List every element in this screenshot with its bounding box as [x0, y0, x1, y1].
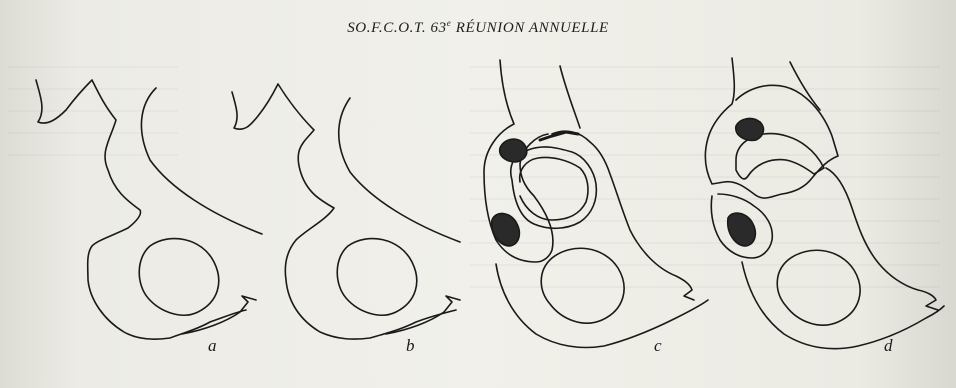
panel-b-drawing — [232, 84, 460, 339]
panel-d-ossification-lower — [728, 213, 756, 246]
panel-d-ossification-upper — [736, 119, 764, 141]
panel-c-drawing — [484, 60, 708, 348]
panel-d-shaft-line — [790, 62, 820, 110]
panel-b-ischial-contour — [386, 296, 460, 334]
panel-a-drawing — [36, 80, 262, 339]
panel-label-a: a — [208, 336, 217, 356]
panel-c-obturator-ring — [541, 248, 624, 323]
panel-label-d: d — [884, 336, 893, 356]
panel-b-obturator-ring — [337, 239, 417, 316]
panel-c-ossification-upper — [500, 139, 527, 162]
panel-c-shaft-line — [560, 66, 580, 128]
panel-b-femoral-curve — [339, 98, 460, 242]
panel-d-femur-outline — [705, 58, 838, 198]
panel-d-drawing — [705, 58, 944, 349]
panel-label-b: b — [406, 336, 415, 356]
panel-a-obturator-ring — [139, 239, 219, 316]
panel-c-head-inner-rim — [520, 157, 588, 220]
panel-c-acetabulum-upper — [540, 132, 578, 140]
panel-d-lower-contour — [742, 262, 944, 349]
panel-a-femoral-curve — [141, 88, 262, 234]
panel-b-upper-contour — [232, 84, 456, 339]
panel-d-pelvic-contour — [826, 168, 938, 310]
panel-d-obturator-ring — [777, 250, 860, 325]
panel-label-c: c — [654, 336, 662, 356]
panel-a-ischial-contour — [182, 296, 256, 334]
